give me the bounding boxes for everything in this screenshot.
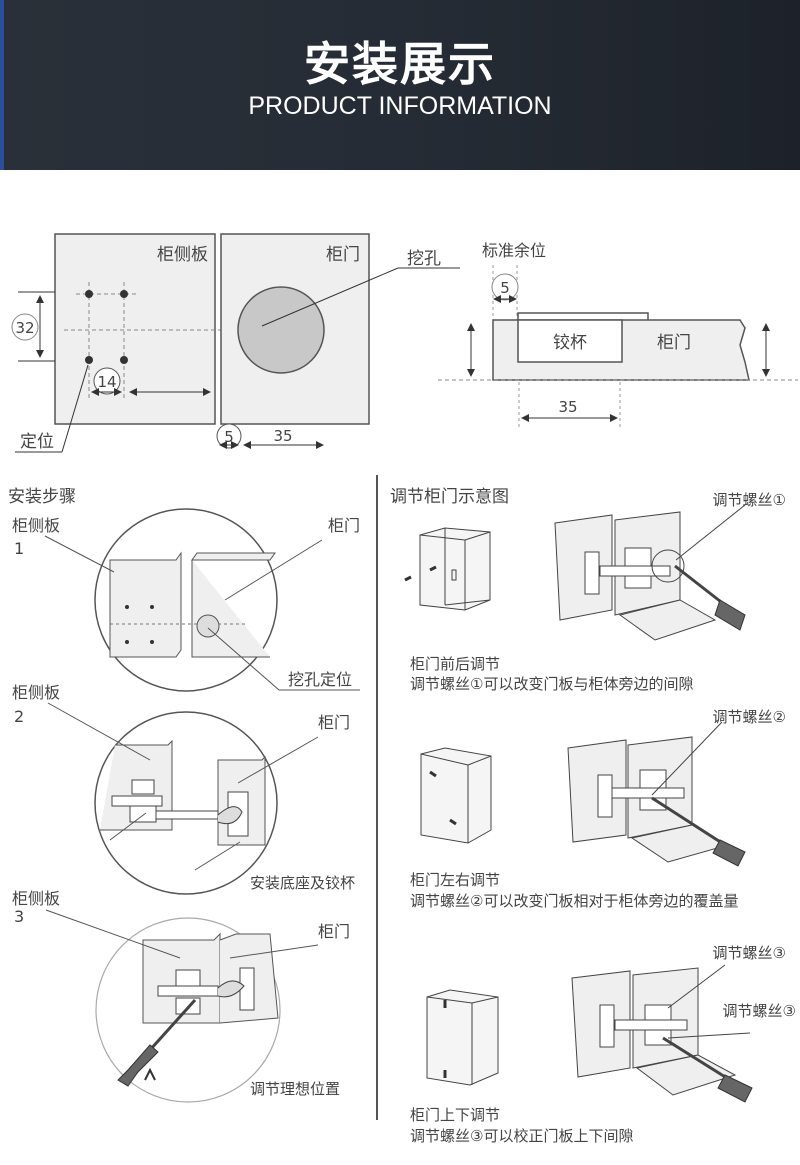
adjust-3-heading: 柜门上下调节 <box>410 1106 500 1124</box>
step-2-number: 2 <box>14 707 24 726</box>
dimension-14: 14 <box>97 373 116 391</box>
dimension-35: 35 <box>273 427 292 445</box>
adjust-1-description: 调节螺丝①可以改变门板与柜体旁边的间隙 <box>410 675 693 693</box>
adjust-3-screw-label-lower: 调节螺丝③ <box>723 1002 796 1020</box>
adjust-2-description: 调节螺丝②可以改变门板相对于柜体旁边的覆盖量 <box>410 892 738 910</box>
install-step-3: 柜侧板 3 柜门 调节理想位置 <box>12 889 350 1103</box>
step-3-door-label: 柜门 <box>318 922 350 941</box>
drill-point <box>85 290 93 298</box>
install-step-1: 柜侧板 1 柜门 挖孔定位 <box>12 508 360 692</box>
adjust-2-heading: 柜门左右调节 <box>410 871 500 889</box>
step-1-side-panel-label: 柜侧板 <box>12 516 60 535</box>
adjust-2-screw-label: 调节螺丝② <box>713 708 786 726</box>
side-panel-label: 柜侧板 <box>157 245 208 265</box>
dimension-5-section: 5 <box>500 279 510 297</box>
header-banner: 安装展示 PRODUCT INFORMATION <box>0 0 800 170</box>
drill-point <box>120 290 128 298</box>
step-3-side-panel-label: 柜侧板 <box>12 889 60 908</box>
adjust-item-2: 调节螺丝② 柜门左右调节 调节螺丝②可以改变门板相对于柜体旁边的覆盖量 <box>410 708 786 910</box>
adjust-item-3: 调节螺丝③ 调节螺丝③ 柜门上下调节 调节螺丝③可以校正门板上下间隙 <box>410 944 796 1145</box>
step-2-door-label: 柜门 <box>318 713 350 732</box>
step-1-number: 1 <box>14 539 24 558</box>
step-3-caption: 调节理想位置 <box>250 1080 340 1098</box>
side-panel-drawing: 柜侧板 32 14 定位 <box>11 233 360 453</box>
position-label: 定位 <box>20 432 54 452</box>
header-accent-bar <box>0 0 4 170</box>
dimension-32: 32 <box>15 319 34 337</box>
adjust-3-screw-label-upper: 调节螺丝③ <box>713 944 786 962</box>
adjust-title: 调节柜门示意图 <box>390 487 509 507</box>
cup-label: 铰杯 <box>553 333 587 353</box>
hinge-cup <box>517 319 623 363</box>
adjust-3-description: 调节螺丝③可以校正门板上下间隙 <box>410 1127 633 1145</box>
door-drawing: 柜门 挖孔 5 35 <box>216 233 460 449</box>
page-title: 安装展示 <box>304 37 496 91</box>
step-3-number: 3 <box>14 907 24 926</box>
adjust-item-1: 调节螺丝① 柜门前后调节 调节螺丝①可以改变门板与柜体旁边的间隙 <box>404 491 786 693</box>
cross-section-drawing: 标准余位 5 铰杯 柜门 35 <box>438 241 798 430</box>
drill-point <box>85 356 93 364</box>
install-steps-title: 安装步骤 <box>8 487 76 507</box>
installation-diagram: 柜侧板 32 14 定位 柜门 挖孔 <box>8 233 798 1145</box>
adjust-1-screw-label: 调节螺丝① <box>713 491 786 509</box>
step-2-caption: 安装底座及铰杯 <box>250 874 355 892</box>
dimension-35-section: 35 <box>558 398 577 416</box>
step-1-door-label: 柜门 <box>328 516 360 535</box>
step-1-caption: 挖孔定位 <box>288 670 352 689</box>
drill-point <box>120 356 128 364</box>
dimension-5: 5 <box>224 428 234 446</box>
door-label: 柜门 <box>326 245 360 265</box>
step-2-side-panel-label: 柜侧板 <box>12 683 60 702</box>
standard-margin-label: 标准余位 <box>482 241 546 260</box>
install-step-2: 柜侧板 2 柜门 安装底座及铰杯 <box>12 683 355 895</box>
page-subtitle: PRODUCT INFORMATION <box>248 92 552 120</box>
adjust-1-heading: 柜门前后调节 <box>410 655 500 673</box>
cup-hole <box>237 286 325 374</box>
door-section-label: 柜门 <box>657 333 691 353</box>
hole-label: 挖孔 <box>407 249 441 269</box>
